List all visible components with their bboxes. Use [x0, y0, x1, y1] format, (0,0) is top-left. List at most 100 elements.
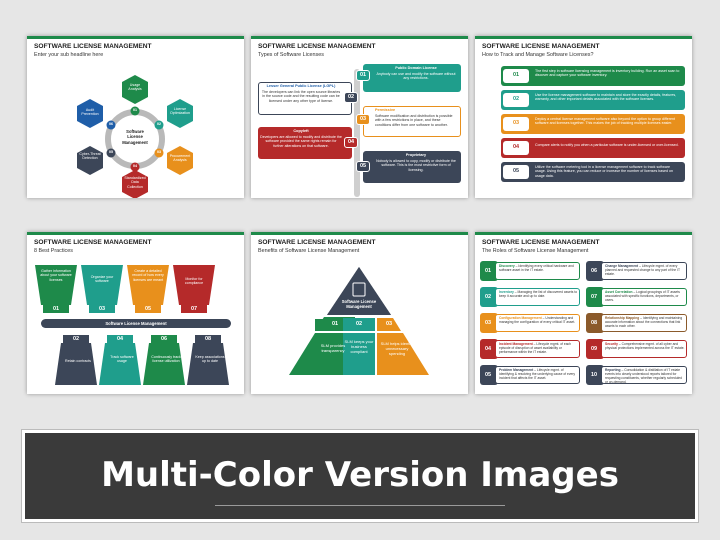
role-text: Discovery – Identifying every critical h… [499, 264, 574, 273]
role-text: Reporting – Consolidation & distillation… [605, 368, 682, 383]
node-number: 03 [157, 150, 161, 154]
practice-text: Continuously track license utilization [151, 355, 181, 364]
role-text: Inventory – Managing the list of discove… [499, 290, 578, 299]
slide-title: SOFTWARE LICENSE MANAGEMENT [34, 239, 152, 246]
slide-subtitle: Types of Software Licenses [258, 52, 324, 58]
role-number-box [586, 339, 604, 359]
item-number: 03 [359, 116, 367, 122]
role-number: 04 [484, 346, 492, 352]
role-text: Security – Comprehensive mgmt. of all cy… [605, 342, 685, 351]
step-text: The first step in software licensing man… [535, 69, 680, 78]
role-card [495, 288, 580, 306]
node-number: 05 [109, 150, 113, 154]
license-type-card [258, 127, 352, 159]
step-number: 01 [512, 72, 520, 78]
practice-number: 08 [204, 336, 212, 342]
node-label: License Optimization [170, 107, 190, 116]
role-number: 01 [484, 268, 492, 274]
role-number-box [586, 287, 604, 307]
slide-thumbnail-4[interactable]: SOFTWARE LICENSE MANAGEMENT 8 Best Pract… [27, 232, 244, 394]
step-number-badge [503, 165, 529, 179]
practice-text: Keep associations up to date [195, 355, 225, 364]
benefit-number: 02 [355, 321, 363, 327]
role-number-box [586, 261, 604, 281]
hexagon-cycle-diagram [77, 75, 193, 198]
number-tab [356, 70, 370, 81]
role-number-box [480, 261, 498, 281]
practice-text: Organize your software [90, 275, 114, 284]
practice-number: 03 [98, 306, 106, 312]
role-text: Asset Correlation – Logical groupings of… [605, 290, 680, 303]
license-text: Nobody is allowed to copy, modify or dis… [376, 159, 456, 172]
practice-number: 05 [144, 306, 152, 312]
node-label: Standardized Data Collection [124, 176, 146, 189]
role-card [495, 262, 580, 280]
number-tab [356, 114, 370, 125]
slide-thumbnail-1[interactable]: SOFTWARE LICENSE MANAGEMENT Enter your s… [27, 36, 244, 198]
practices-bar-label: Software License Management [105, 321, 167, 326]
step-row [501, 90, 685, 110]
node-number: 02 [157, 122, 161, 126]
step-text: Use the license management software to m… [535, 93, 677, 102]
role-card [495, 314, 580, 332]
practice-number: 01 [52, 306, 60, 312]
role-number: 10 [590, 372, 598, 378]
step-row [501, 138, 685, 158]
node-label: Procurement Analysis [169, 154, 191, 163]
role-text: Configuration Management – Understanding… [499, 316, 576, 325]
step-row [501, 114, 685, 134]
slide-thumbnail-5[interactable]: SOFTWARE LICENSE MANAGEMENT Benefits of … [251, 232, 468, 394]
role-number-box [480, 313, 498, 333]
license-heading: Proprietary [405, 153, 427, 157]
role-card [601, 340, 687, 358]
slide-thumbnail-2[interactable]: SOFTWARE LICENSE MANAGEMENT Types of Sof… [251, 36, 468, 198]
node-number: 04 [133, 164, 137, 168]
slide-subtitle: Benefits of Software License Management [258, 248, 360, 254]
step-number-badge [503, 141, 529, 155]
role-text: Problem Management – Lifecycle mgmt. of … [499, 368, 576, 381]
item-number: 05 [359, 163, 367, 169]
slide-title: SOFTWARE LICENSE MANAGEMENT [34, 43, 152, 50]
practice-number: 07 [190, 306, 198, 312]
role-card [601, 314, 687, 332]
slide-subtitle: The Roles of Software License Management [482, 248, 589, 254]
license-type-card [363, 64, 461, 92]
practice-text: Gather information about your software l… [40, 269, 72, 282]
practice-number: 06 [160, 336, 168, 342]
slide-thumbnail-6[interactable]: SOFTWARE LICENSE MANAGEMENT The Roles of… [475, 232, 692, 394]
step-text: Deploy a central license management soft… [535, 117, 675, 126]
version-banner: Multi-Color Version Images [22, 430, 698, 522]
license-heading: Lesser General Public License (LGPL) [266, 84, 336, 88]
license-type-card [363, 151, 461, 183]
slide-title: SOFTWARE LICENSE MANAGEMENT [482, 239, 600, 246]
slide-thumbnail-3[interactable]: SOFTWARE LICENSE MANAGEMENT How to Track… [475, 36, 692, 198]
license-heading: Permissive [375, 108, 396, 112]
slide-subtitle: 8 Best Practices [34, 248, 73, 254]
role-text: Change Management – Lifecycle mgmt. of e… [605, 264, 680, 277]
node-number: 01 [133, 108, 137, 112]
step-number-badge [503, 117, 529, 131]
slide-title: SOFTWARE LICENSE MANAGEMENT [258, 239, 376, 246]
benefit-number: 01 [331, 321, 339, 327]
license-text: Software modification and distribution i… [375, 114, 453, 127]
item-number: 01 [359, 72, 367, 78]
role-number: 07 [590, 294, 598, 300]
role-card [601, 366, 687, 384]
benefit-text: SLM helps identify unnecessary spending [380, 341, 414, 356]
practice-text: Track software usage [110, 355, 134, 364]
step-number-badge [503, 93, 529, 107]
benefit-text: SLM provides transparency [320, 343, 346, 353]
role-number: 03 [484, 320, 492, 326]
cycle-center-label: Software License Management [122, 129, 148, 145]
role-number: 06 [590, 268, 598, 274]
slide-title: SOFTWARE LICENSE MANAGEMENT [482, 43, 600, 50]
role-number-box [480, 287, 498, 307]
slide-subtitle: Enter your sub headline here [34, 52, 104, 58]
item-number: 04 [347, 139, 355, 145]
step-row [501, 162, 685, 182]
pyramid-tiers [289, 267, 429, 375]
role-number-box [480, 365, 498, 385]
pyramid-top-label: Software License Management [341, 299, 377, 310]
license-type-card [258, 82, 352, 115]
slide-subtitle: How to Track and Manage Software License… [482, 52, 594, 58]
